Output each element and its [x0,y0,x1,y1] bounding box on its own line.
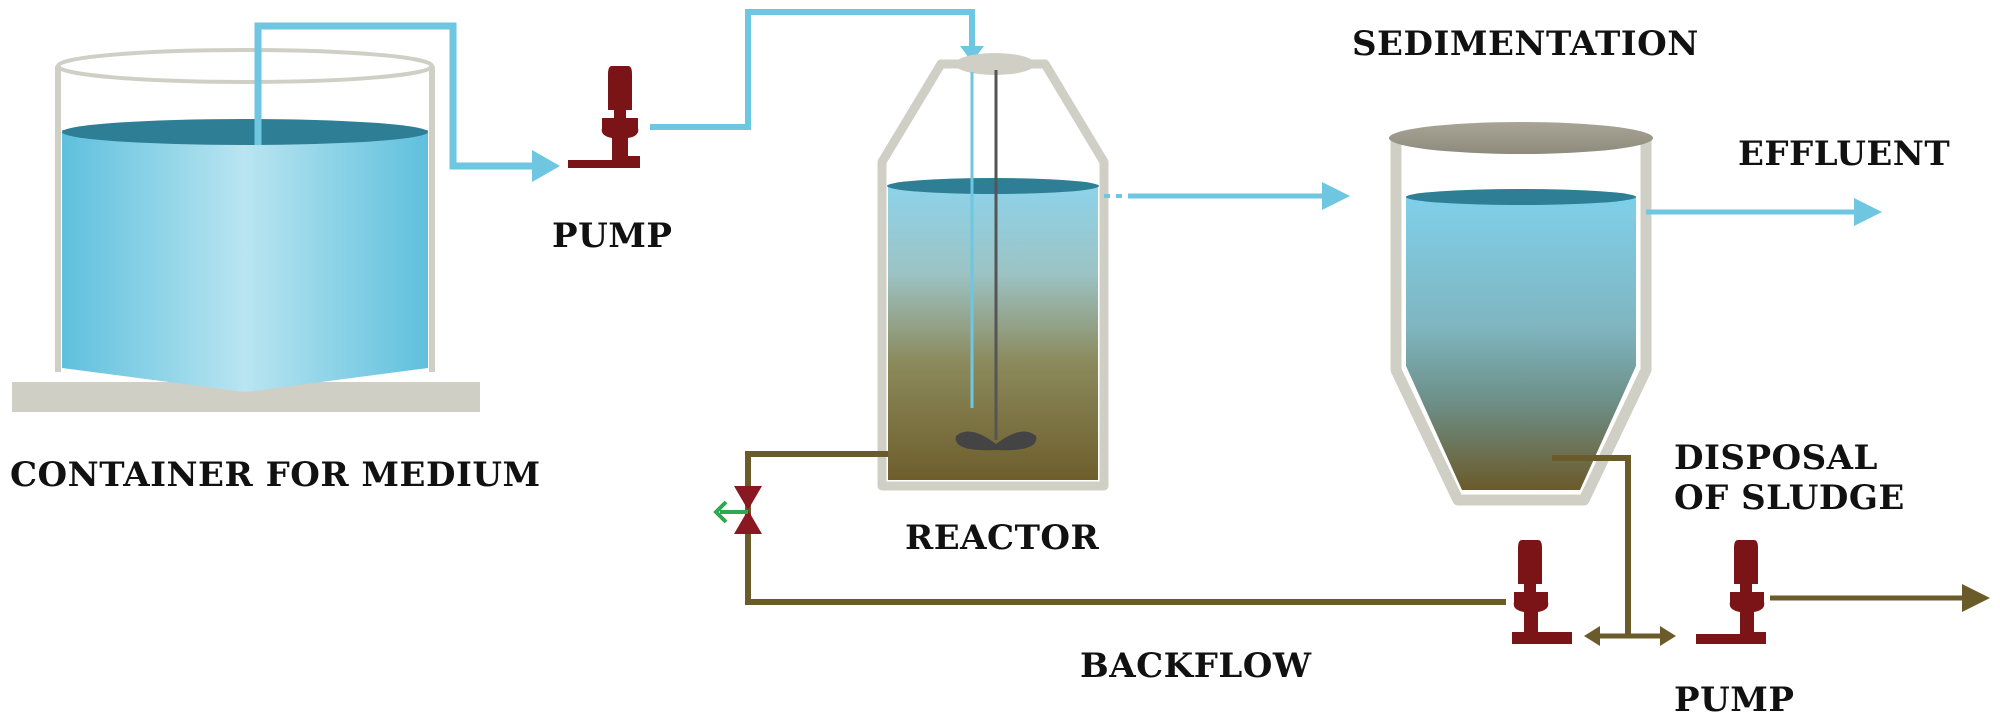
reactor-wall [877,59,1109,491]
sed-liquid [1406,196,1636,490]
stirrer-icon [955,431,1037,451]
feed-pipe-in [254,22,545,170]
valve-icon [713,486,762,534]
feed-pipe-out [650,9,975,130]
split-arrow-left [1584,626,1600,646]
medium-container [12,48,480,412]
split-arrow-right [1660,626,1676,646]
reactor-label: REACTOR [905,518,1100,558]
container-water [62,130,428,392]
reactor-lid [955,53,1035,75]
reactor [877,53,1109,491]
feed-pump-label: PUMP [552,216,673,256]
sedimentation-tank [1389,122,1653,506]
disposal-arrowhead [1962,584,1990,612]
effluent-label: EFFLUENT [1738,134,1951,174]
sludge-drop-pipe [1552,455,1631,636]
pump-icon [1696,540,1766,644]
feed-pipe-arrowhead [532,150,560,182]
container-water-surface [62,119,428,145]
sludge-pump-label: PUMP [1674,680,1795,720]
disposal-label: DISPOSAL OF SLUDGE [1674,438,1905,518]
reactor-inlet-arrowhead [960,46,984,62]
backflow-label: BACKFLOW [1080,646,1312,686]
effluent-arrowhead [1854,198,1882,226]
pump-icon [568,66,640,168]
sedimentation-label: SEDIMENTATION [1352,24,1699,64]
reactor-liquid [888,185,1098,480]
sed-lid [1389,122,1653,154]
sed-wall [1390,140,1652,506]
container-label: CONTAINER FOR MEDIUM [10,455,541,495]
backflow-pipe [745,451,1506,605]
sed-surface [1406,189,1636,205]
reactor-surface [887,178,1099,194]
pump-icon [1512,540,1572,644]
container-rim [56,48,434,84]
reactor-to-sed-arrowhead [1322,182,1350,210]
